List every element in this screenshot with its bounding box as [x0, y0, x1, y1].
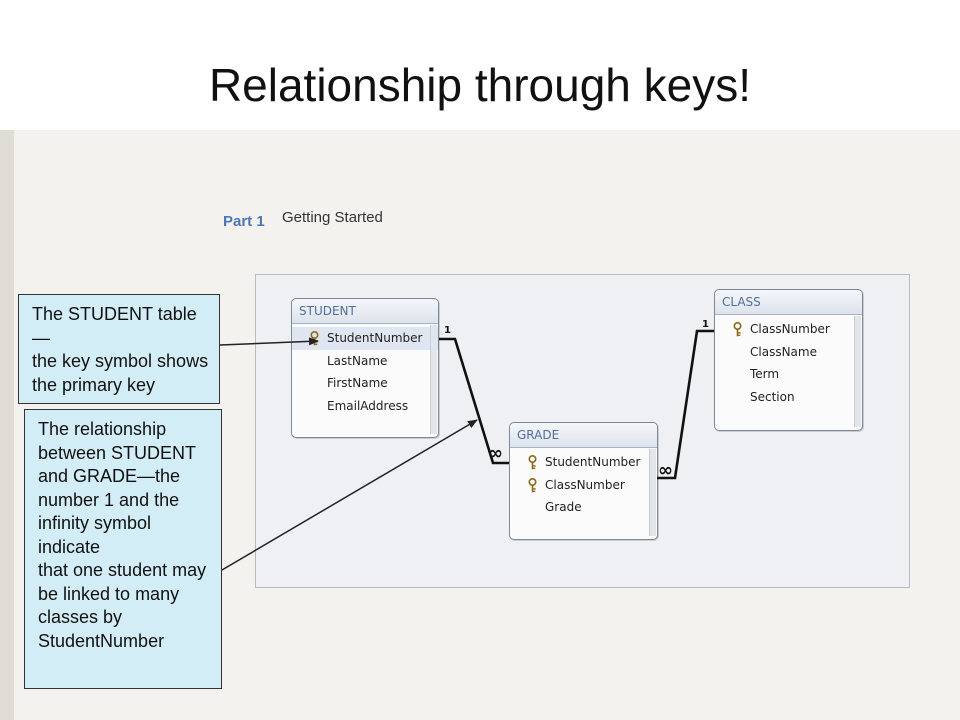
- field-name: Section: [750, 389, 795, 404]
- field-row[interactable]: Section: [715, 386, 862, 409]
- relationship-line: [439, 337, 509, 465]
- field-row[interactable]: FirstName: [292, 372, 438, 395]
- relationship-class-grade: 1 ∞: [657, 319, 714, 481]
- table-title: STUDENT: [292, 299, 438, 324]
- field-name: ClassName: [750, 344, 817, 359]
- field-name: ClassNumber: [750, 322, 830, 336]
- callout-line: and GRADE—the: [38, 466, 181, 486]
- field-name: FirstName: [327, 376, 388, 390]
- callout-line: that one student may: [38, 560, 207, 580]
- callout-line: The relationship: [38, 419, 167, 439]
- field-row[interactable]: StudentNumber: [510, 451, 657, 474]
- scrollbar[interactable]: [649, 449, 656, 536]
- callout-line: be linked to many: [38, 583, 180, 604]
- field-row[interactable]: StudentNumber: [292, 327, 438, 350]
- field-row[interactable]: EmailAddress: [292, 395, 438, 418]
- field-row[interactable]: ClassName: [715, 341, 862, 364]
- primary-key-callout: The STUDENT table— the key symbol shows th…: [18, 294, 220, 404]
- field-name: Term: [750, 367, 780, 381]
- field-name: ClassNumber: [545, 477, 625, 492]
- field-row[interactable]: Term: [715, 363, 862, 386]
- table-title: CLASS: [715, 290, 862, 315]
- callout-line: number 1 and the: [38, 489, 180, 510]
- callout-line: infinity symbol indicate: [38, 513, 152, 557]
- callout-line: classes by: [38, 607, 123, 627]
- cardinality-one: 1: [444, 325, 451, 336]
- field-name: EmailAddress: [327, 398, 409, 413]
- part-label: Part 1: [223, 213, 265, 230]
- relationship-line: [657, 329, 714, 480]
- cardinality-many: ∞: [658, 460, 673, 481]
- field-row[interactable]: Grade: [510, 496, 657, 519]
- arrow-to-primary-key: [219, 337, 319, 346]
- field-name: LastName: [327, 353, 388, 368]
- callout-line: between STUDENT: [38, 442, 197, 463]
- key-icon: [528, 454, 537, 470]
- relationship-student-grade: 1 ∞: [439, 325, 509, 465]
- callout-lines: The STUDENT table— the key symbol shows th…: [32, 303, 209, 397]
- field-name: StudentNumber: [545, 455, 641, 469]
- scrollbar[interactable]: [430, 325, 437, 434]
- key-icon: [528, 477, 537, 493]
- cardinality-one: 1: [702, 319, 709, 330]
- callout-line: the primary key: [32, 374, 156, 395]
- field-row[interactable]: ClassNumber: [715, 318, 862, 341]
- relationship-callout: The relationship between STUDENT and GRADE…: [24, 409, 222, 689]
- key-icon: [733, 321, 742, 337]
- callout-line: The STUDENT table—: [32, 304, 197, 348]
- scrollbar[interactable]: [854, 316, 861, 427]
- callout-line: StudentNumber: [38, 630, 165, 651]
- field-row[interactable]: LastName: [292, 350, 438, 373]
- field-row[interactable]: ClassNumber: [510, 474, 657, 497]
- part-title: Getting Started: [282, 209, 383, 226]
- field-name: StudentNumber: [327, 331, 423, 345]
- field-name: Grade: [545, 500, 582, 514]
- page-binding-shadow: [0, 130, 14, 720]
- callout-line: the key symbol shows: [32, 351, 209, 371]
- slide-title: Relationship through keys!: [208, 59, 752, 111]
- arrow-to-relationship: [221, 419, 478, 571]
- table-title: GRADE: [510, 423, 657, 448]
- cardinality-many: ∞: [488, 443, 503, 464]
- callout-lines: The relationship between STUDENT and GRADE…: [38, 418, 211, 653]
